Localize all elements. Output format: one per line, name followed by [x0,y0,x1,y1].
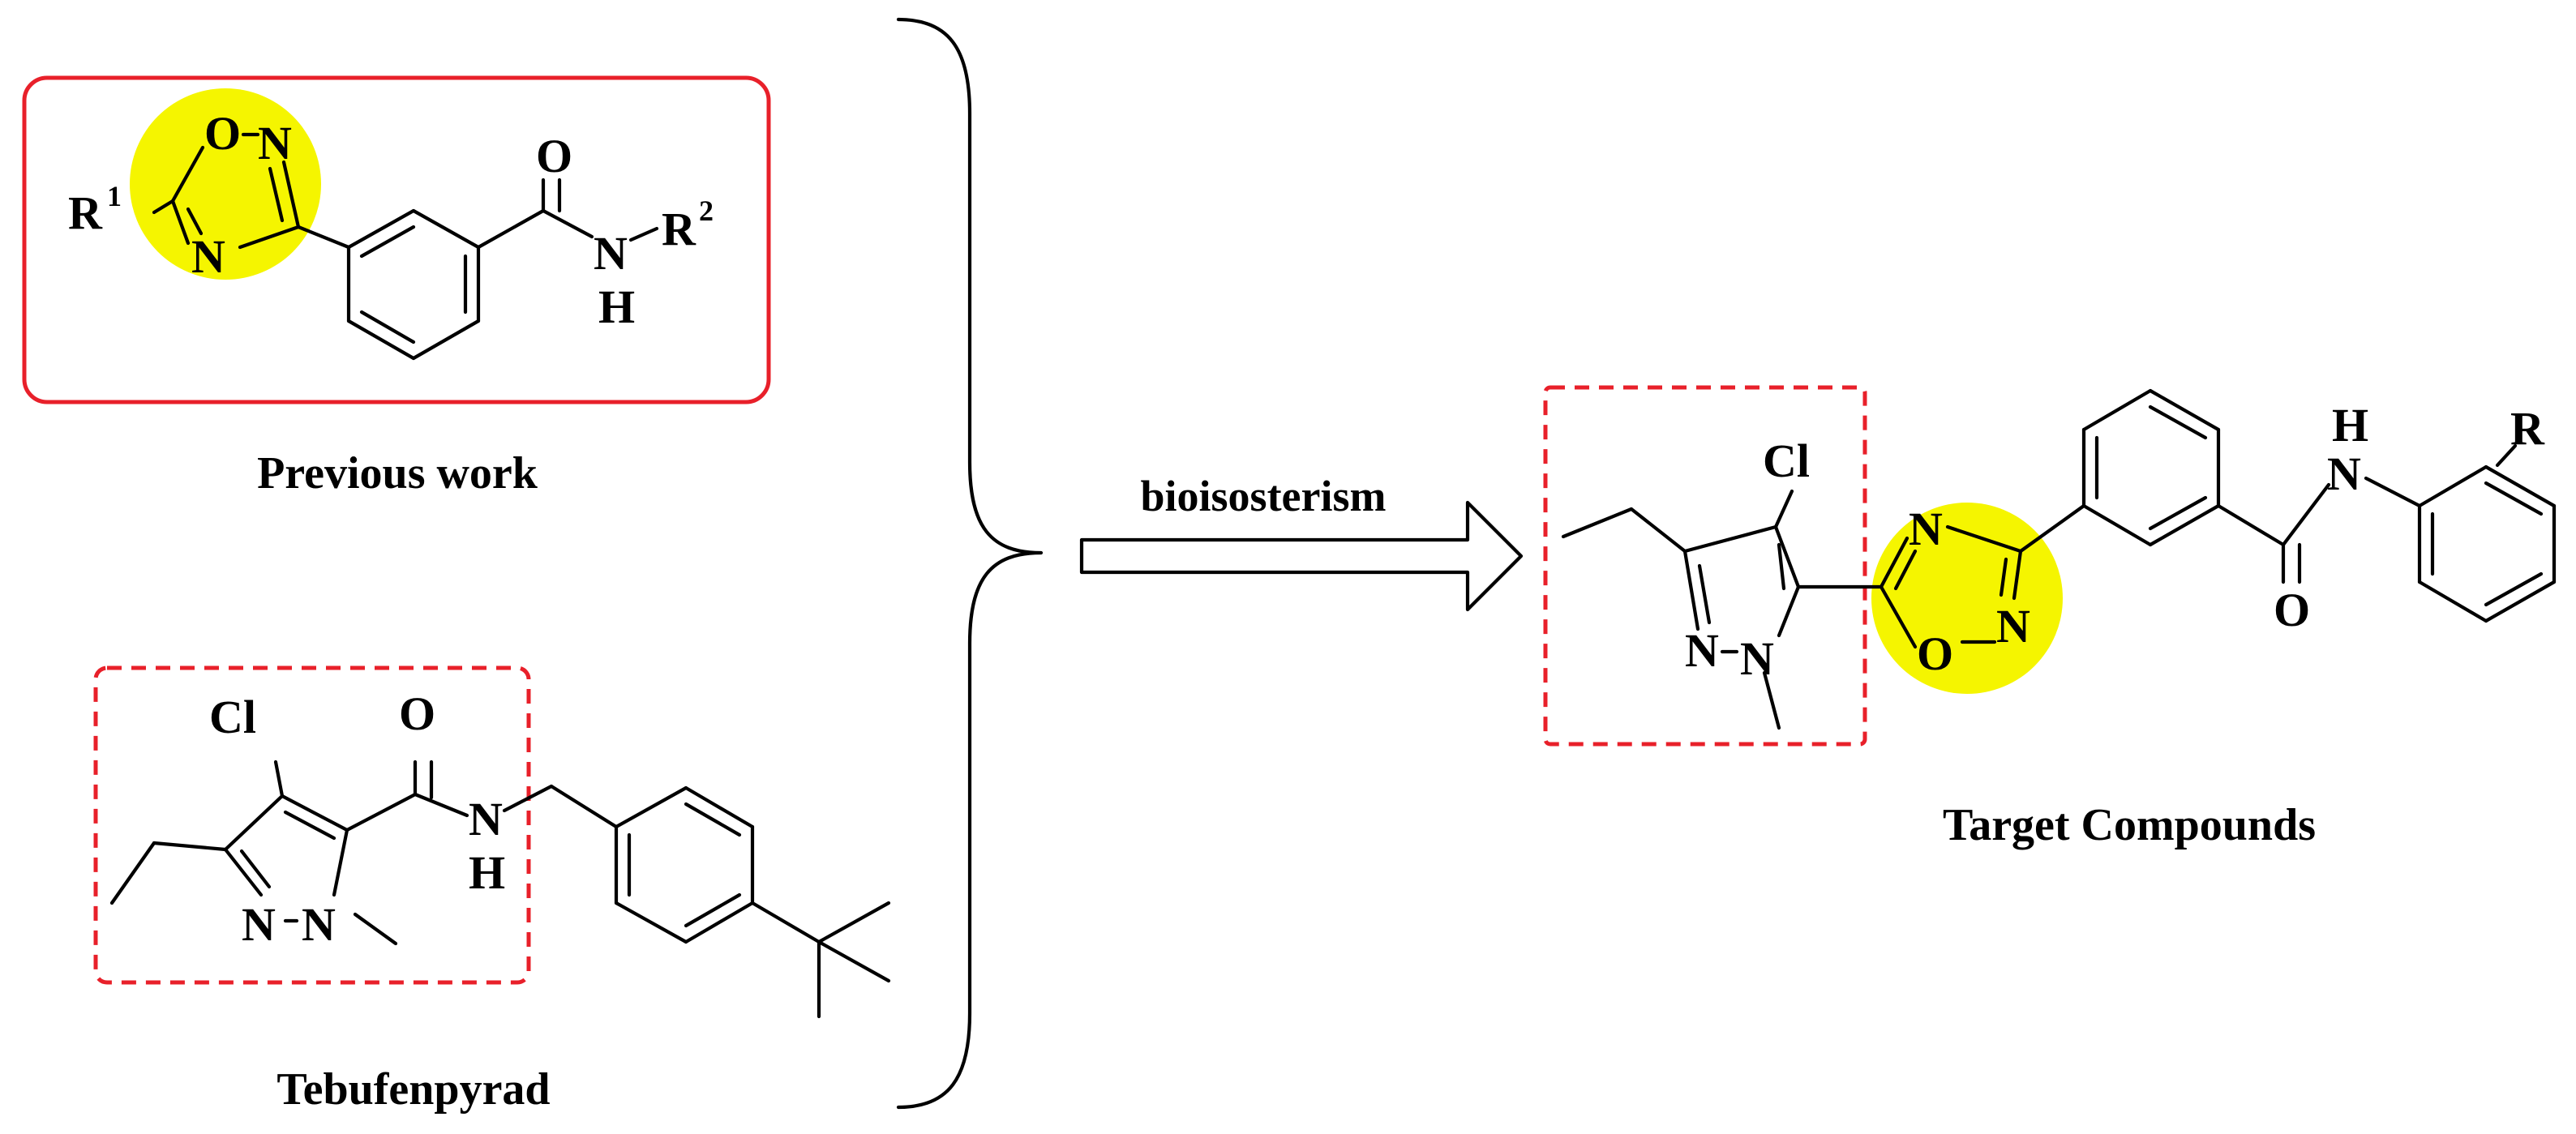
atom-r2: R [662,203,697,255]
tebufenpyrad-caption: Tebufenpyrad [276,1064,550,1115]
atom-r2-superscript: 2 [699,195,714,227]
atom-amide-h: H [2332,399,2368,451]
previous-work-atoms: O N N R 1 O N H R 2 [68,107,714,333]
previous-work-box [22,75,771,404]
atom-amide-n: N [2327,447,2361,500]
atom-amide-n: N [594,227,628,280]
tebufenpyrad-structure: Cl O N H N N Tebufenpyrad [93,665,891,1115]
atom-carbonyl-o: O [536,130,572,182]
atom-ox-n-top: N [1909,503,1943,555]
atom-n1: N [302,898,336,951]
reaction-arrow: bioisosterism [1079,472,1524,612]
arrow-label: bioisosterism [1141,472,1387,520]
target-compounds-structure: Cl N N N O N H N O R Target Compounds [1543,385,2557,850]
oxadiazole-highlight [130,88,321,280]
grouping-brace [896,17,1044,1110]
atom-carbonyl-o: O [2274,584,2310,636]
atom-n-ring-bottom: N [191,230,225,283]
atom-n-ring-top: N [258,117,292,169]
atom-ox-n-bottom: N [1996,600,2030,653]
tebufenpyrad-dashed-box [93,665,531,985]
atom-amide-h: H [469,846,505,899]
tebufenpyrad-atoms: Cl O N H N N [209,687,505,951]
atom-carbonyl-o: O [399,687,435,740]
atom-r1-superscript: 1 [107,180,122,212]
atom-cl: Cl [1763,434,1810,487]
open-arrow-shape [1079,500,1524,612]
target-atoms: Cl N N N O N H N O R [1685,399,2545,685]
atom-pz-n1: N [1740,632,1774,685]
previous-work-caption: Previous work [257,448,538,499]
atom-cl: Cl [209,691,256,743]
atom-ox-o: O [1917,627,1953,680]
atom-amide-n: N [469,793,503,845]
atom-pz-n2: N [1685,624,1719,677]
target-dashed-box [1543,385,1867,747]
previous-work-bonds [152,132,659,361]
target-bonds [1561,388,2557,730]
atom-n2: N [242,898,276,951]
atom-r1: R [68,186,103,239]
previous-work-structure: O N N R 1 O N H R 2 Previous work [22,75,771,499]
atom-o-ring: O [204,107,241,160]
target-oxadiazole-highlight [1871,503,2063,694]
target-compounds-caption: Target Compounds [1943,800,2316,850]
atom-r: R [2510,402,2545,455]
tebufenpyrad-bonds [109,760,891,1019]
atom-amide-h: H [598,280,635,333]
